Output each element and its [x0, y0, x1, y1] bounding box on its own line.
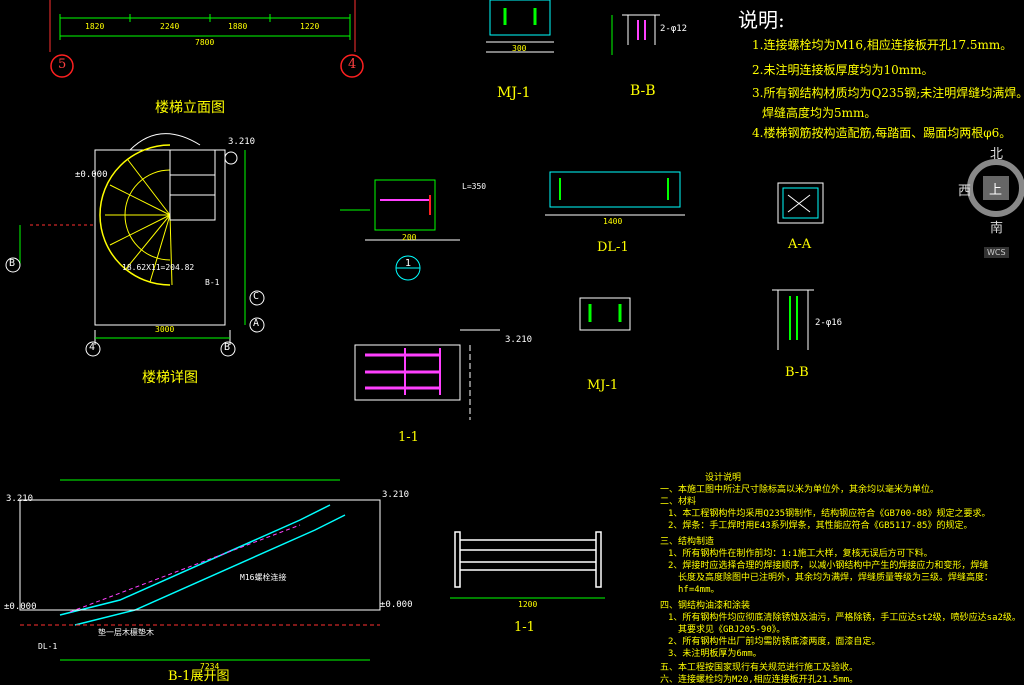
s11-mid-label: 1-1 — [398, 430, 419, 445]
bb-phi12: 2-φ12 — [660, 24, 688, 34]
general-note-line: 2、焊条：手工焊时用E43系列焊条，其性能应符合《GB5117-85》的规定。 — [668, 521, 973, 531]
bb-top-detail — [611, 14, 660, 55]
note-4: 焊缝高度均为5mm。 — [762, 106, 877, 120]
axis-label-5: 5 — [58, 57, 67, 72]
top-dim-2: 2240 — [160, 22, 180, 31]
axis-b-left: B — [9, 258, 16, 269]
axis-circle-a — [249, 317, 265, 333]
general-note-line: 二、材料 — [660, 497, 697, 507]
note-1: 1.连接螺栓均为M16,相应连接板开孔17.5mm。 — [752, 38, 1013, 52]
unfold-title: B-1展开图 — [168, 669, 230, 684]
top-dim-1: 1820 — [85, 22, 105, 31]
axis-circle-4 — [340, 54, 364, 78]
general-notes-title: 设计说明 — [705, 473, 742, 483]
dl1-detail — [545, 171, 685, 216]
bb-right-phi16: 2-φ16 — [815, 318, 843, 328]
note-3: 3.所有钢结构材质均为Q235钢;未注明焊缝均满焊。 — [752, 86, 1024, 100]
elev-label-top: 3.210 — [228, 137, 256, 147]
mid-dim-200: 200 — [402, 233, 417, 242]
general-note-line: 1、本工程钢构件均采用Q235钢制作，结构钢应符合《GB700-88》规定之要求… — [668, 509, 991, 519]
unfold-dl1: DL-1 — [38, 642, 58, 651]
section-1-1-bottom — [450, 531, 605, 599]
elev-label-left: ±0.000 — [75, 170, 108, 180]
top-dim-3: 1880 — [228, 22, 248, 31]
b1-marker: B-1 — [205, 278, 220, 287]
axis-circle-b-left — [5, 257, 21, 273]
mid-elev-3210: 3.210 — [505, 335, 533, 345]
note-2: 2.未注明连接板厚度均为10mm。 — [752, 63, 934, 77]
dl1-label: DL-1 — [597, 240, 629, 255]
bb-right-section — [772, 289, 814, 350]
unfold-elev-bottom-right: ±0.000 — [380, 600, 413, 610]
general-note-line: 六、连接螺栓均为M20,相应连接板开孔21.5mm。 — [660, 675, 859, 685]
section-1-1-mid — [354, 329, 500, 420]
axis-circle-c — [249, 290, 265, 306]
compass-top[interactable]: 上 — [989, 183, 1003, 198]
dim-3000: 3000 — [155, 325, 175, 334]
compass-west[interactable]: 西 — [958, 184, 972, 199]
general-note-line: 一、本施工图中所注尺寸除标高以米为单位外，其余均以毫米为单位。 — [660, 485, 940, 495]
notes-title: 说明: — [738, 8, 785, 32]
aa-label: A-A — [788, 237, 812, 252]
unfold-elev-bottom-left: ±0.000 — [4, 602, 37, 612]
mj1-mid-label: MJ-1 — [587, 378, 619, 393]
dl1-dim-1400: 1400 — [603, 217, 623, 226]
mj1-mid-detail — [579, 297, 631, 331]
axis-a: A — [253, 318, 260, 329]
top-dimension-strip — [49, 0, 356, 52]
circle-1-label: 1 — [405, 258, 412, 269]
spiral-note: 18.62X11=204.82 — [122, 263, 195, 272]
aa-section — [777, 182, 824, 224]
general-note-line: 四、钢结构油漆和涂装 — [660, 601, 751, 611]
bottom-note: 垫一层木檩垫木 — [98, 628, 154, 637]
general-note-line: 其要求见《GBJ205-90》。 — [678, 625, 786, 635]
general-note-line: 2、所有钢构件出厂前均需防锈底漆两度，面漆自定。 — [668, 637, 881, 647]
axis-4-bottom: 4 — [89, 342, 96, 353]
axis-b-bottom: B — [224, 342, 231, 353]
compass-north[interactable]: 北 — [990, 147, 1004, 162]
general-note-line: 3、未注明板厚为6mm。 — [668, 649, 762, 659]
general-note-line: 三、结构制造 — [660, 537, 715, 547]
unfold-elev-top-right: 3.210 — [382, 490, 410, 500]
axis-circle-4-bottom — [85, 341, 101, 357]
mj1-top-label: MJ-1 — [497, 85, 531, 101]
general-note-line: 1、所有钢构件在制作前均：1:1施工大样，复核无误后方可下料。 — [668, 549, 933, 559]
general-note-line: 2、焊接时应选择合理的焊接顺序，以减小钢结构中产生的焊接应力和变形，焊缝 — [668, 561, 989, 571]
view-compass — [967, 159, 1024, 217]
general-note-line: hf=4mm。 — [678, 585, 720, 595]
bb-top-label: B-B — [630, 83, 656, 99]
axis-circle-small — [224, 151, 238, 165]
b1-unfold-elevation — [19, 479, 381, 661]
general-note-line: 1、所有钢构件均应彻底清除锈蚀及油污，严格除锈，手工应达st2级，喷砂应达sa2… — [668, 613, 1021, 623]
s11-bottom-label: 1-1 — [514, 620, 535, 635]
l350-label: L=350 — [462, 182, 487, 191]
axis-circle-5 — [50, 54, 74, 78]
bolt-label: M16螺栓连接 — [240, 573, 287, 582]
wcs-menu[interactable]: WCS — [984, 247, 1009, 258]
top-dim-4: 1220 — [300, 22, 320, 31]
dim-7234: 7234 — [200, 662, 220, 671]
spiral-stair-elevation — [19, 133, 246, 345]
note-5: 4.楼梯钢筋按构造配筋,每踏面、踢面均两根φ6。 — [752, 126, 1012, 140]
axis-c: C — [253, 291, 260, 302]
mj1-top-detail — [486, 0, 554, 53]
axis-label-4: 4 — [348, 57, 357, 72]
general-note-line: 长度及高度除图中已注明外，其余均为满焊，焊缝质量等级为三级。焊缝高度： — [678, 573, 994, 583]
bb-right-label: B-B — [785, 365, 809, 380]
compass-south[interactable]: 南 — [990, 221, 1004, 236]
unfold-elev-top-left: 3.210 — [6, 494, 34, 504]
top-dim-total: 7800 — [195, 38, 215, 47]
general-note-line: 五、本工程按国家现行有关规范进行施工及验收。 — [660, 663, 859, 673]
bottom-dim-1200: 1200 — [518, 600, 538, 609]
axis-circle-b-bottom — [220, 341, 236, 357]
mj-dim-300: 300 — [512, 44, 527, 53]
detail-title: 楼梯详图 — [142, 370, 198, 386]
elevation-title: 楼梯立面图 — [155, 100, 225, 116]
connection-detail-1 — [340, 179, 460, 241]
